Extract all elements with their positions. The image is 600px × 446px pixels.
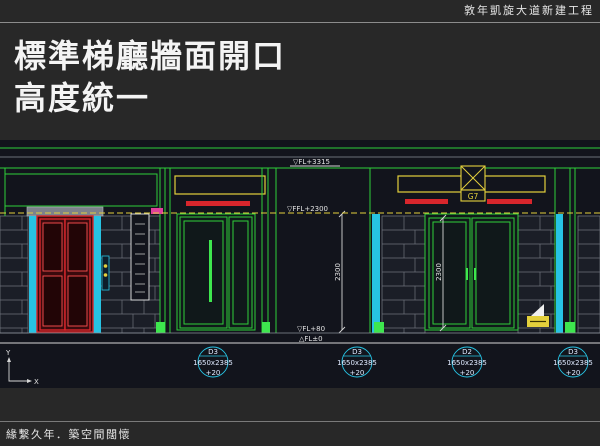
header-divider xyxy=(0,22,600,23)
ucs-icon: Y X xyxy=(5,349,39,386)
door-tag-offset: +20 xyxy=(206,369,221,377)
dimension-tick xyxy=(439,214,447,222)
elevator-call-panel xyxy=(101,255,110,291)
level-mark-finish-floor: ▽FL+80 xyxy=(297,325,325,333)
project-title: 敦年凱旋大道新建工程 xyxy=(464,4,594,17)
jamb-base-block xyxy=(374,322,384,333)
slide-title-line-1: 標準梯廳牆面開口 xyxy=(14,37,287,75)
ucs-axis-label-y: Y xyxy=(5,349,11,357)
level-mark-opening-top: ▽FFL+2300 xyxy=(287,205,328,213)
stone-tile-wall-background xyxy=(99,215,161,334)
dimension-tick xyxy=(439,324,447,332)
grid-marker-label: G7 xyxy=(468,192,479,201)
door-tag: D3 1650x2385 +20 xyxy=(337,346,377,378)
door-tag-offset: +20 xyxy=(460,369,475,377)
door-tag-code: D3 xyxy=(208,348,218,356)
grid-marker-cross xyxy=(460,165,486,191)
ucs-axis-label-x: X xyxy=(34,378,39,386)
footer-slogan: 緣繫久年．築空間闊懷 xyxy=(6,428,131,441)
ceiling-light-box xyxy=(174,175,266,195)
level-annotations: ▽FL+3315 ▽FFL+2300 ▽FL+80 △FL±0 2300 xyxy=(275,158,346,343)
door-tag-code: D3 xyxy=(568,348,578,356)
door-leaf-right xyxy=(471,217,515,329)
dimension-tick xyxy=(338,210,346,218)
door-leaf-left xyxy=(179,216,228,329)
level-mark-structural-floor: △FL±0 xyxy=(299,335,323,343)
footer-divider xyxy=(0,421,600,422)
jamb-base-block xyxy=(156,322,165,333)
door-jamb xyxy=(556,214,563,333)
elevator-call-button-icon xyxy=(103,273,108,277)
door-tag: D2 1650x2385 +20 xyxy=(447,346,487,378)
stone-tile-wall-background xyxy=(0,215,29,334)
stone-tile-wall xyxy=(0,215,29,334)
dimension-text-left: 2300 xyxy=(334,263,342,281)
door-handle xyxy=(209,240,212,302)
elevation-drawing-svg: ▽FL+3315 ▽FFL+2300 ▽FL+80 △FL±0 2300 xyxy=(0,147,600,386)
exit-sign-icon xyxy=(531,304,544,316)
elevator-door-panel xyxy=(42,275,63,327)
stone-tile-wall-background xyxy=(381,215,426,334)
door-tag-circle xyxy=(451,346,483,378)
door-tag-code: D2 xyxy=(462,348,472,356)
stone-tile-wall-background xyxy=(577,215,600,334)
ucs-arrow-y-icon xyxy=(7,357,11,362)
pink-marker xyxy=(151,208,163,214)
elevator-bay xyxy=(4,168,166,333)
stone-tile-wall xyxy=(381,215,426,334)
door-tag-size: 1650x2385 xyxy=(193,359,233,367)
door-tag-circle xyxy=(197,346,229,378)
door-leaf-left xyxy=(428,217,471,329)
door-handle xyxy=(474,268,476,280)
elevator-door-panel xyxy=(67,222,88,272)
door-leaf-right xyxy=(228,216,253,329)
door-tag-offset: +20 xyxy=(350,369,365,377)
elevator-jamb-left xyxy=(29,216,37,333)
grid-marker-g7: G7 xyxy=(460,165,486,202)
cad-elevation-drawing: ▽FL+3315 ▽FFL+2300 ▽FL+80 △FL±0 2300 xyxy=(0,140,600,388)
elevator-door-panel xyxy=(42,222,63,272)
elevator-lintel xyxy=(26,206,104,217)
stone-tile-wall xyxy=(517,215,556,334)
door-header-bar xyxy=(487,199,532,204)
grid-marker-label-box xyxy=(460,189,486,202)
door-leaf-panel xyxy=(183,220,224,325)
door-tag-size: 1650x2385 xyxy=(447,359,487,367)
door-leaf-panel xyxy=(232,220,249,325)
stone-tile-wall xyxy=(577,215,600,334)
door-tag-size: 1650x2385 xyxy=(553,359,593,367)
elevator-jamb-right xyxy=(93,216,101,333)
door-tag-size: 1650x2385 xyxy=(337,359,377,367)
door-handle xyxy=(466,268,468,280)
door-header-bar xyxy=(186,201,250,206)
elevator-sign-column xyxy=(130,213,150,301)
door-tag: D3 1650x2385 +20 xyxy=(553,346,593,378)
elevator-call-button-icon xyxy=(103,264,108,268)
ucs-arrow-x-icon xyxy=(27,379,32,383)
slide-title-line-2: 高度統一 xyxy=(14,79,151,117)
jamb-base-block xyxy=(565,322,575,333)
jamb-base-block xyxy=(262,322,270,333)
door-header-bar xyxy=(405,199,448,204)
dimension-text-right: 2300 xyxy=(435,263,443,281)
level-mark-ceiling: ▽FL+3315 xyxy=(293,158,330,166)
elevator-bay-header-band xyxy=(4,173,158,207)
door-tag-circle xyxy=(557,346,589,378)
door-bay-right: G7 2300 xyxy=(369,165,576,333)
ucs-axes xyxy=(8,359,30,382)
door-tag: D3 1650x2385 +20 xyxy=(193,346,233,378)
door-bay-left xyxy=(169,168,270,333)
elevator-door-panel xyxy=(67,275,88,327)
dimension-tick xyxy=(338,326,346,334)
door-jamb xyxy=(372,214,380,333)
door-tag-offset: +20 xyxy=(566,369,581,377)
stone-tile-wall-background xyxy=(517,215,556,334)
door-tag-code: D3 xyxy=(352,348,362,356)
door-tag-circle xyxy=(341,346,373,378)
